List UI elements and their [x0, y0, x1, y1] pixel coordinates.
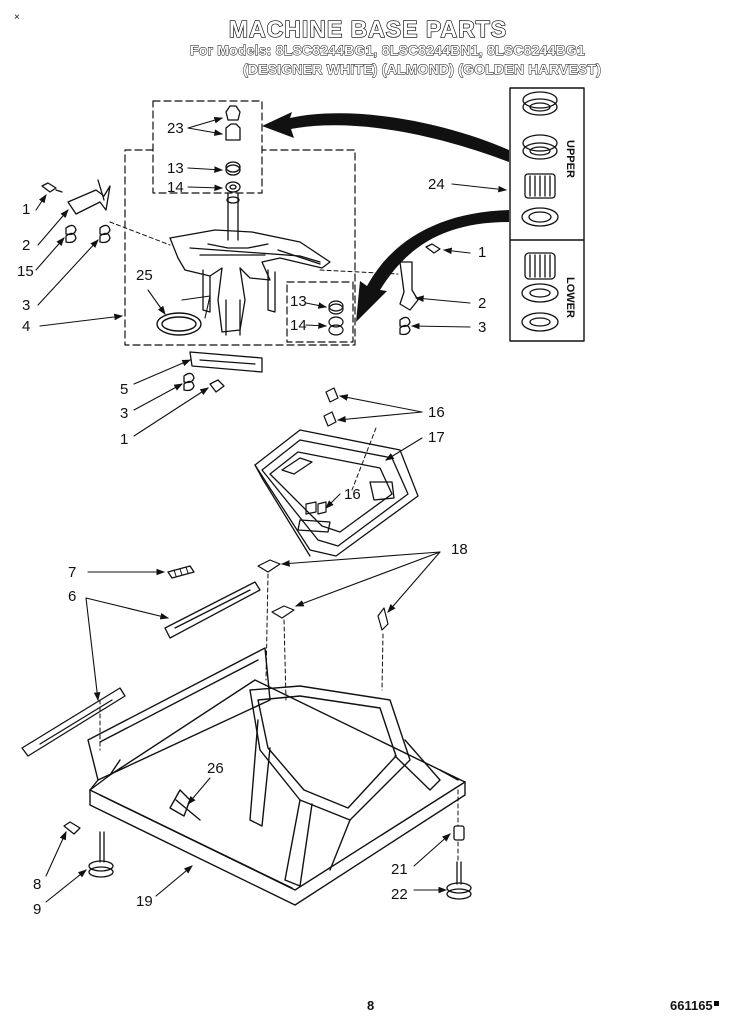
- callout-13: 13: [167, 160, 184, 177]
- callout-26: 26: [207, 760, 224, 777]
- callout-19: 19: [136, 893, 153, 910]
- transmission-assembly: [169, 192, 331, 336]
- callout-8: 8: [33, 876, 42, 893]
- callout-4: 4: [22, 318, 31, 335]
- base-frame-19: [87, 647, 466, 906]
- callout-15: 15: [17, 263, 34, 280]
- callout-1-right: 1: [478, 244, 487, 261]
- upper-kit-label: UPPER: [564, 140, 576, 178]
- callout-16-mid: 16: [344, 486, 361, 503]
- callout-23: 23: [167, 120, 184, 137]
- spring-7: [167, 565, 195, 579]
- clips-18: [257, 559, 389, 631]
- callout-2-left: 2: [22, 237, 31, 254]
- left-dash-line: [109, 221, 171, 246]
- inset-seal-box: [286, 281, 354, 343]
- callout-14: 14: [167, 179, 184, 196]
- callout-25: 25: [136, 267, 153, 284]
- upper-kit-arrow: [262, 112, 509, 162]
- seal-stack-box: [152, 100, 263, 194]
- inset-seals: [328, 300, 344, 336]
- kit-arrows: [262, 112, 509, 322]
- clips-16: [305, 387, 339, 515]
- page-number: 8: [367, 998, 375, 1013]
- lower-kit-arrow: [356, 210, 509, 322]
- drawing-code: 661165: [670, 998, 713, 1013]
- callout-7: 7: [68, 564, 77, 581]
- callout-21: 21: [391, 861, 408, 878]
- model-numbers: For Models: 8LSC8244BG1, 8LSC8244BN1, 8L…: [190, 42, 586, 59]
- drive-plate-17: [254, 429, 419, 557]
- dashed-group-boxes: [124, 100, 356, 346]
- callout-18: 18: [451, 541, 468, 558]
- callout-1-lower: 1: [120, 431, 129, 448]
- color-variants: (DESIGNER WHITE) (ALMOND) (GOLDEN HARVES…: [243, 61, 602, 78]
- callout-14-inset: 14: [290, 317, 307, 334]
- callout-2-right: 2: [478, 295, 487, 312]
- callout-3-lower: 3: [120, 405, 129, 422]
- seal-ring-25: [156, 312, 202, 336]
- corner-mark: ×: [14, 12, 20, 23]
- leader-lines: [35, 117, 508, 903]
- leveling-foot-left: [63, 821, 114, 878]
- upper-kit-seals: [521, 91, 559, 227]
- small-bracket: [181, 295, 211, 319]
- callout-3-left: 3: [22, 297, 31, 314]
- callout-16-top: 16: [428, 404, 445, 421]
- lower-kit-seals: [521, 252, 559, 332]
- callout-6: 6: [68, 588, 77, 605]
- callout-24: 24: [428, 176, 445, 193]
- lower-strap-hardware: [183, 351, 263, 393]
- callout-13-inset: 13: [290, 293, 307, 310]
- callout-9: 9: [33, 901, 42, 918]
- seal-stack-parts: [225, 105, 241, 193]
- transmission-group-box: [124, 149, 356, 346]
- leveling-foot-right: [446, 825, 472, 900]
- lower-kit-label: LOWER: [564, 277, 576, 318]
- callout-5: 5: [120, 381, 129, 398]
- page-title: MACHINE BASE PARTS: [228, 15, 508, 42]
- callout-17: 17: [428, 429, 445, 446]
- footer-dot: [714, 1001, 719, 1006]
- callout-1-left: 1: [22, 201, 31, 218]
- callout-22: 22: [391, 886, 408, 903]
- seal-kit-box: [509, 87, 585, 342]
- callout-3-right: 3: [478, 319, 487, 336]
- left-strap-hardware: [41, 179, 111, 244]
- right-strap-hardware: [399, 243, 441, 336]
